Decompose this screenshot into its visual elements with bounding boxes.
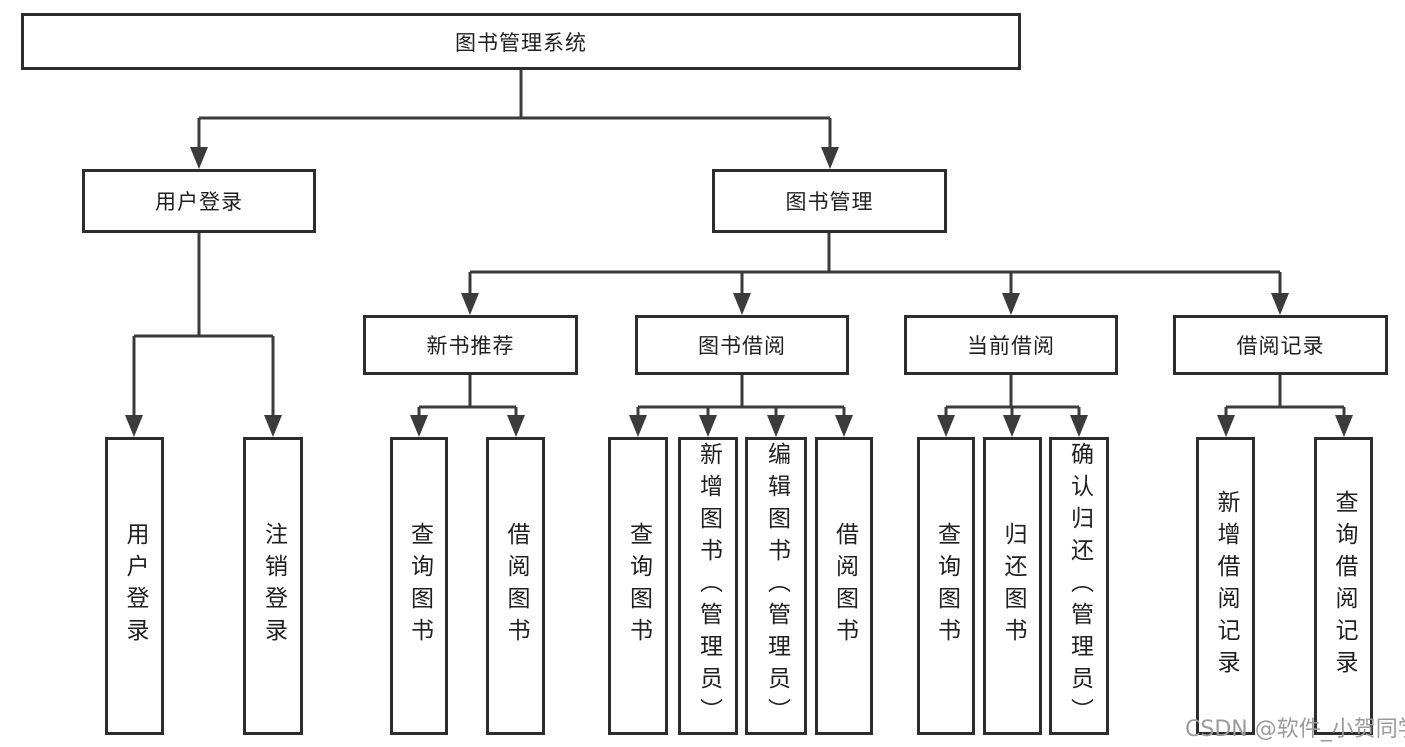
- node-borrow-records: 借阅记录: [1173, 315, 1388, 375]
- leaf-current-confirm-return-admin: 确认归还（管理员）: [1049, 437, 1109, 735]
- leaf-logout: 注销登录: [243, 437, 303, 735]
- node-borrow-records-label: 借阅记录: [1236, 334, 1325, 358]
- node-book-borrow: 图书借阅: [635, 315, 849, 375]
- leaf-logout-label: 注销登录: [260, 522, 287, 650]
- leaf-borrow-edit-books-admin-label: 编辑图书（管理员）: [763, 442, 790, 730]
- node-book-management: 图书管理: [712, 169, 947, 233]
- node-root: 图书管理系统: [21, 13, 1021, 70]
- leaf-current-return-books: 归还图书: [983, 437, 1042, 735]
- leaf-borrow-query-books: 查询图书: [608, 437, 668, 735]
- node-root-label: 图书管理系统: [455, 30, 587, 55]
- node-book-management-label: 图书管理: [785, 190, 874, 214]
- leaf-user-login-label: 用户登录: [122, 522, 148, 650]
- leaf-borrow-query-books-label: 查询图书: [625, 522, 652, 650]
- node-new-book-recommend-label: 新书推荐: [426, 334, 515, 358]
- leaf-borrow-edit-books-admin: 编辑图书（管理员）: [745, 437, 807, 735]
- leaf-recommend-query-books: 查询图书: [390, 437, 448, 735]
- leaf-recommend-borrow-books: 借阅图书: [486, 437, 545, 735]
- leaf-records-query-record-label: 查询借阅记录: [1331, 490, 1357, 682]
- node-user-login: 用户登录: [82, 169, 316, 233]
- leaf-borrow-add-books-admin-label: 新增图书（管理员）: [695, 442, 722, 730]
- leaf-records-add-record-label: 新增借阅记录: [1213, 490, 1239, 682]
- node-user-login-label: 用户登录: [155, 190, 243, 214]
- csdn-watermark: CSDN @软件_小贺同学: [1185, 717, 1405, 742]
- node-book-borrow-label: 图书借阅: [698, 334, 786, 358]
- node-new-book-recommend: 新书推荐: [363, 315, 578, 375]
- leaf-current-query-books: 查询图书: [917, 437, 975, 735]
- leaf-borrow-borrow-books: 借阅图书: [815, 437, 873, 735]
- leaf-current-query-books-label: 查询图书: [933, 522, 960, 650]
- leaf-user-login: 用户登录: [105, 437, 164, 735]
- node-current-borrow-label: 当前借阅: [967, 334, 1055, 358]
- leaf-records-add-record: 新增借阅记录: [1196, 437, 1255, 735]
- leaf-current-return-books-label: 归还图书: [1000, 522, 1026, 650]
- leaf-borrow-borrow-books-label: 借阅图书: [831, 522, 858, 650]
- leaf-current-confirm-return-admin-label: 确认归还（管理员）: [1066, 442, 1093, 730]
- leaf-recommend-query-books-label: 查询图书: [406, 522, 433, 650]
- node-current-borrow: 当前借阅: [904, 315, 1118, 375]
- leaf-borrow-add-books-admin: 新增图书（管理员）: [678, 437, 738, 735]
- leaf-records-query-record: 查询借阅记录: [1314, 437, 1373, 735]
- leaf-recommend-borrow-books-label: 借阅图书: [503, 522, 529, 650]
